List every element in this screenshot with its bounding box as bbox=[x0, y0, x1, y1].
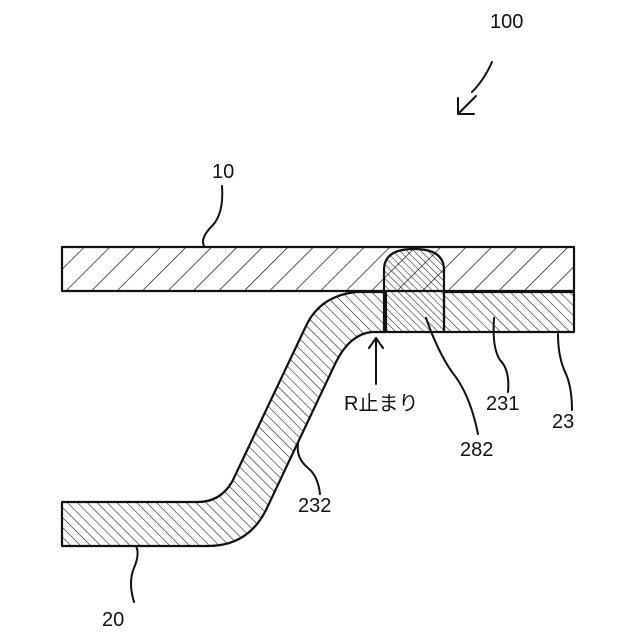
label-232: 232 bbox=[298, 495, 331, 517]
label-23: 23 bbox=[552, 411, 574, 433]
label-231: 231 bbox=[486, 393, 519, 415]
bottom-plate bbox=[62, 292, 386, 546]
label-20: 20 bbox=[102, 609, 124, 631]
leader-20 bbox=[131, 546, 138, 602]
label-r-stop: R止まり bbox=[344, 392, 418, 415]
leader-232 bbox=[298, 444, 320, 494]
curved-arrow-icon bbox=[458, 96, 476, 114]
top-plate bbox=[62, 247, 574, 291]
label-282: 282 bbox=[460, 439, 493, 461]
leader-100 bbox=[472, 62, 492, 92]
stopper bbox=[384, 249, 444, 332]
up-arrow-icon bbox=[369, 338, 383, 384]
leader-23 bbox=[558, 334, 572, 410]
bracket-flat-portion bbox=[444, 292, 574, 332]
leader-282 bbox=[426, 318, 478, 434]
leader-10 bbox=[203, 186, 222, 246]
label-10: 10 bbox=[212, 161, 234, 183]
label-100: 100 bbox=[490, 11, 523, 33]
